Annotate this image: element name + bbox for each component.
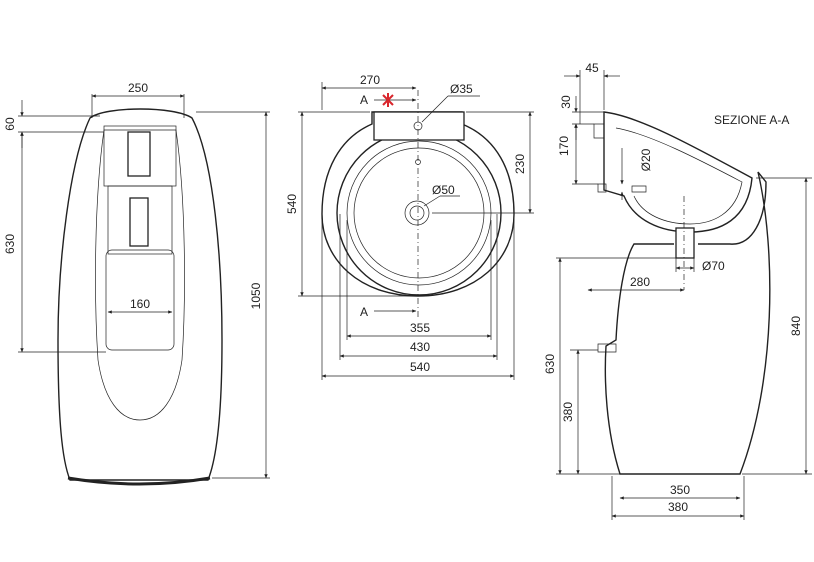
- section-view: SEZIONE A-A 45 30 170 Ø20 Ø70: [543, 61, 812, 520]
- section-dim-280-label: 280: [630, 275, 650, 289]
- section-drain-pipe: [675, 227, 695, 259]
- section-title: SEZIONE A-A: [714, 113, 789, 127]
- section-dim-30-label: 30: [559, 95, 573, 109]
- section-marker-bottom: A: [360, 305, 368, 319]
- top-dim-540-v-label: 540: [285, 194, 299, 214]
- top-drain-inner: [409, 205, 425, 221]
- section-bowl-inner: [615, 127, 743, 225]
- front-faucet-upper: [127, 131, 151, 177]
- section-dia-70-label: Ø70: [702, 259, 725, 273]
- section-bowl: [603, 111, 753, 233]
- section-dim-170-label: 170: [557, 136, 571, 156]
- section-overflow-hole: [631, 185, 647, 193]
- front-dim-60-label: 60: [3, 117, 17, 131]
- top-dia-50-leader: [423, 195, 441, 207]
- section-dim-840-label: 840: [789, 316, 803, 336]
- front-mid-block: [107, 185, 173, 255]
- section-side-step: [597, 343, 617, 353]
- section-dim-380-h-label: 380: [668, 500, 688, 514]
- section-dia-20-label: Ø20: [639, 148, 653, 171]
- section-dim-380-v-label: 380: [561, 402, 575, 422]
- section-wall-bracket: [593, 123, 605, 139]
- section-wall-bracket-lower: [597, 183, 607, 193]
- top-dim-230-label: 230: [513, 154, 527, 174]
- front-base-line: [67, 476, 211, 486]
- top-dia-35-leader: [421, 95, 449, 123]
- front-dim-630-label: 630: [3, 234, 17, 254]
- top-dim-430-label: 430: [410, 340, 430, 354]
- front-dim-1050-label: 1050: [249, 282, 263, 309]
- top-drain-outer: [404, 200, 430, 226]
- top-dia-35-label: Ø35: [450, 82, 473, 96]
- top-outer-shell: [321, 111, 515, 297]
- top-dim-270-label: 270: [360, 73, 380, 87]
- top-view: A A 270 Ø35 Ø50 230 540: [285, 73, 534, 380]
- front-view: 250 160 60 630 1050: [3, 81, 270, 486]
- top-dim-355-label: 355: [410, 321, 430, 335]
- front-lower-panel: [105, 249, 175, 351]
- section-dim-45-label: 45: [585, 61, 599, 75]
- front-outer-shell: [57, 108, 223, 481]
- section-dim-630-label: 630: [543, 354, 557, 374]
- front-faucet-lower: [129, 197, 149, 247]
- top-back-block: [373, 111, 465, 141]
- top-dia-50-label: Ø50: [432, 183, 455, 197]
- section-marker-top: A: [360, 93, 368, 107]
- section-column-body: [604, 171, 771, 475]
- section-dim-350-label: 350: [670, 483, 690, 497]
- front-dim-250-label: 250: [128, 81, 148, 95]
- front-dim-160-label: 160: [130, 297, 150, 311]
- red-asterisk-marker: [382, 93, 394, 107]
- front-inner-oval: [95, 129, 185, 421]
- top-dim-540-h-label: 540: [410, 360, 430, 374]
